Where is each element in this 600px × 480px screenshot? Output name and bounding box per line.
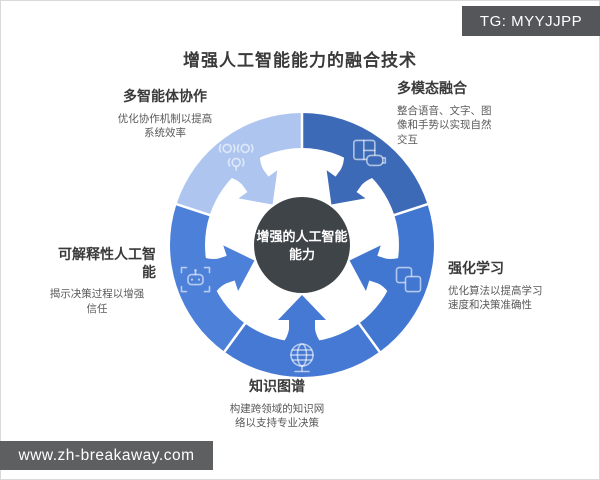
agent-arc xyxy=(227,158,231,167)
agents-network-icon xyxy=(218,143,254,171)
segment-icons xyxy=(180,139,422,373)
label-knowledge: 知识图谱 构建跨领域的知识网 络以支持专业决策 xyxy=(197,378,357,431)
arrow-knowledge xyxy=(266,295,338,358)
agent-arc xyxy=(241,158,245,167)
inward-arrows xyxy=(183,132,421,358)
scan-corner xyxy=(180,285,188,293)
agent-node xyxy=(222,143,232,154)
label-multimodal: 多模态融合 整合语音、文字、图 像和手势以实现自然 交互 xyxy=(397,80,493,148)
scan-corner xyxy=(203,266,211,274)
arrow-multimodal xyxy=(326,132,398,205)
center-label-line1: 增强的人工智能 xyxy=(256,229,347,244)
label-explainable: 可解释性人工智 能 揭示决策过程以增强 信任 xyxy=(38,246,156,317)
agent-node xyxy=(240,143,250,154)
label-reinforcement-desc: 优化算法以提高学习 速度和决策准确性 xyxy=(448,284,543,312)
layer-front xyxy=(404,275,422,293)
website-watermark-text: www.zh-breakaway.com xyxy=(18,446,195,464)
agent-arc xyxy=(250,144,254,153)
gesture-device xyxy=(366,154,384,167)
robot-scan-icon xyxy=(180,266,211,293)
globe-icon xyxy=(290,343,314,373)
label-reinforcement: 强化学习 优化算法以提高学习 速度和决策准确性 xyxy=(448,260,554,313)
center-circle xyxy=(254,197,350,293)
tg-watermark-text: TG: MYYJJPP xyxy=(479,12,583,30)
agent-arc xyxy=(236,144,240,153)
segment-dividers xyxy=(174,111,430,355)
robot-eye xyxy=(197,278,201,281)
robot-eye xyxy=(190,278,194,281)
divider xyxy=(391,202,430,217)
agent-arc xyxy=(218,144,222,153)
scan-corner xyxy=(203,285,211,293)
label-knowledge-desc: 构建跨领域的知识网 络以支持专业决策 xyxy=(229,402,325,430)
layer-back xyxy=(395,266,413,284)
label-multimodal-title: 多模态融合 xyxy=(397,80,467,96)
divider xyxy=(222,321,248,355)
website-watermark-badge: www.zh-breakaway.com xyxy=(0,441,213,470)
arrow-reinforcement xyxy=(349,245,421,315)
agent-arc xyxy=(232,144,236,153)
scan-corner xyxy=(180,266,188,274)
arrow-multiagent xyxy=(206,132,278,205)
divider xyxy=(356,321,382,355)
label-reinforcement-title: 强化学习 xyxy=(448,260,504,276)
label-multiagent: 多智能体协作 优化协作机制以提高 系统效率 xyxy=(95,88,235,141)
label-multiagent-desc: 优化协作机制以提高 系统效率 xyxy=(117,112,213,140)
label-multimodal-desc: 整合语音、文字、图 像和手势以实现自然 交互 xyxy=(397,104,492,147)
window-gesture-icon xyxy=(353,139,387,167)
layers-icon xyxy=(395,266,422,293)
label-knowledge-title: 知识图谱 xyxy=(249,378,305,394)
center-label-line2: 能力 xyxy=(289,247,315,262)
tg-watermark-badge: TG: MYYJJPP xyxy=(462,6,600,36)
label-multiagent-title: 多智能体协作 xyxy=(123,88,207,104)
device-nub xyxy=(382,157,387,164)
arrow-explainable xyxy=(183,245,255,315)
divider xyxy=(174,202,213,217)
label-explainable-title: 可解释性人工智 能 xyxy=(58,246,156,280)
label-explainable-desc: 揭示决策过程以增强 信任 xyxy=(49,288,145,315)
page-title: 增强人工智能能力的融合技术 xyxy=(183,51,417,70)
robot-antenna-tip xyxy=(194,269,197,272)
